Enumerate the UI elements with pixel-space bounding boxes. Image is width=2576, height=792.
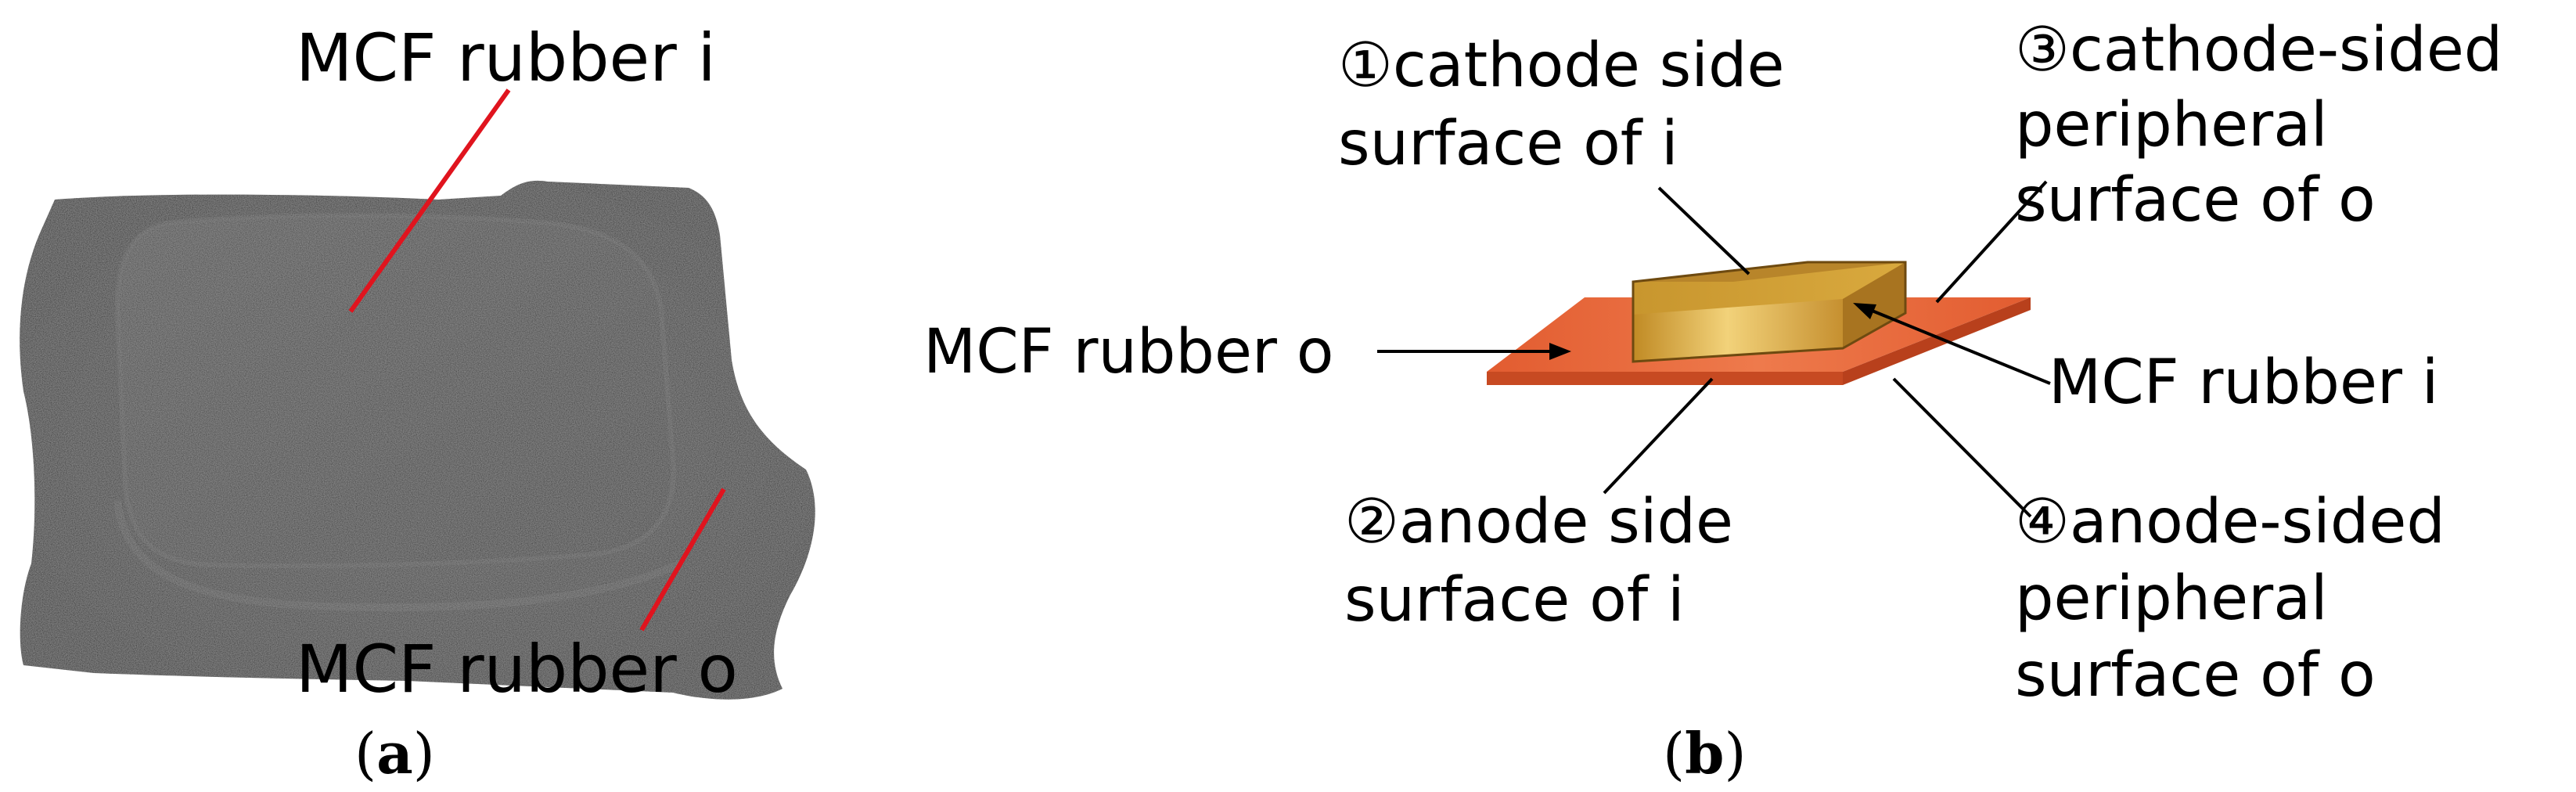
- block-outline: [1632, 261, 1907, 363]
- rubber-photo: [20, 180, 815, 700]
- label-3-line3: surface of o: [2015, 165, 2376, 236]
- label-1-line2: surface of i: [1338, 109, 1678, 179]
- caption-a-letter: a: [376, 720, 413, 787]
- label-3-line1: ③cathode-sided: [2015, 15, 2502, 85]
- label-4-line3: surface of o: [2015, 640, 2376, 711]
- leader-line-rubber-i: [1869, 308, 2051, 385]
- arrowhead-rubber-o: [1549, 343, 1571, 360]
- arrowhead-rubber-i: [1853, 303, 1876, 319]
- label-2: ②anode side surface of i: [1344, 487, 1753, 635]
- rubber-i-shape: [114, 213, 676, 569]
- caption-a-close: ): [413, 721, 435, 787]
- caption-a-open: (: [354, 721, 376, 787]
- leader-line-2: [1603, 377, 1714, 495]
- sheet-front-edge: [1487, 372, 1843, 385]
- panel-a: MCF rubber i MCF rubber o (a): [20, 20, 815, 787]
- caption-a: (a): [354, 720, 435, 787]
- label-1-line1: ①cathode side: [1338, 31, 1784, 101]
- panel-b: ①cathode side surface of i ②anode side s…: [923, 15, 2522, 787]
- label-4-line1: ④anode-sided: [2015, 487, 2445, 557]
- caption-b-letter: b: [1685, 720, 1724, 787]
- caption-b-close: ): [1724, 721, 1746, 787]
- leader-line-3: [1935, 180, 2048, 304]
- label-3-line2: peripheral: [2015, 90, 2328, 160]
- label-4-line2: peripheral: [2015, 563, 2328, 634]
- label-rubber-i-photo: MCF rubber i: [296, 20, 716, 96]
- label-2-line1: ②anode side: [1344, 487, 1733, 557]
- label-rubber-i-diagram: MCF rubber i: [2049, 347, 2438, 418]
- block-top-face-upper: [1633, 262, 1905, 282]
- label-2-line2: surface of i: [1344, 565, 1685, 635]
- leader-line-4: [1892, 377, 2032, 518]
- label-1: ①cathode side surface of i: [1338, 31, 1804, 179]
- label-rubber-o-diagram: MCF rubber o: [923, 317, 1334, 387]
- caption-b-open: (: [1663, 721, 1685, 787]
- leader-line-rubber-i: [348, 88, 511, 313]
- label-rubber-o-photo: MCF rubber o: [296, 631, 738, 707]
- label-3: ③cathode-sided peripheral surface of o: [2015, 15, 2522, 236]
- caption-b: (b): [1663, 720, 1747, 787]
- leader-line-1: [1657, 186, 1750, 275]
- rubber-ridge: [113, 500, 683, 612]
- label-4: ④anode-sided peripheral surface of o: [2015, 487, 2465, 711]
- block-front-face: [1633, 299, 1843, 362]
- leader-line-rubber-o: [639, 488, 726, 632]
- sheet-right-edge: [1843, 297, 2031, 385]
